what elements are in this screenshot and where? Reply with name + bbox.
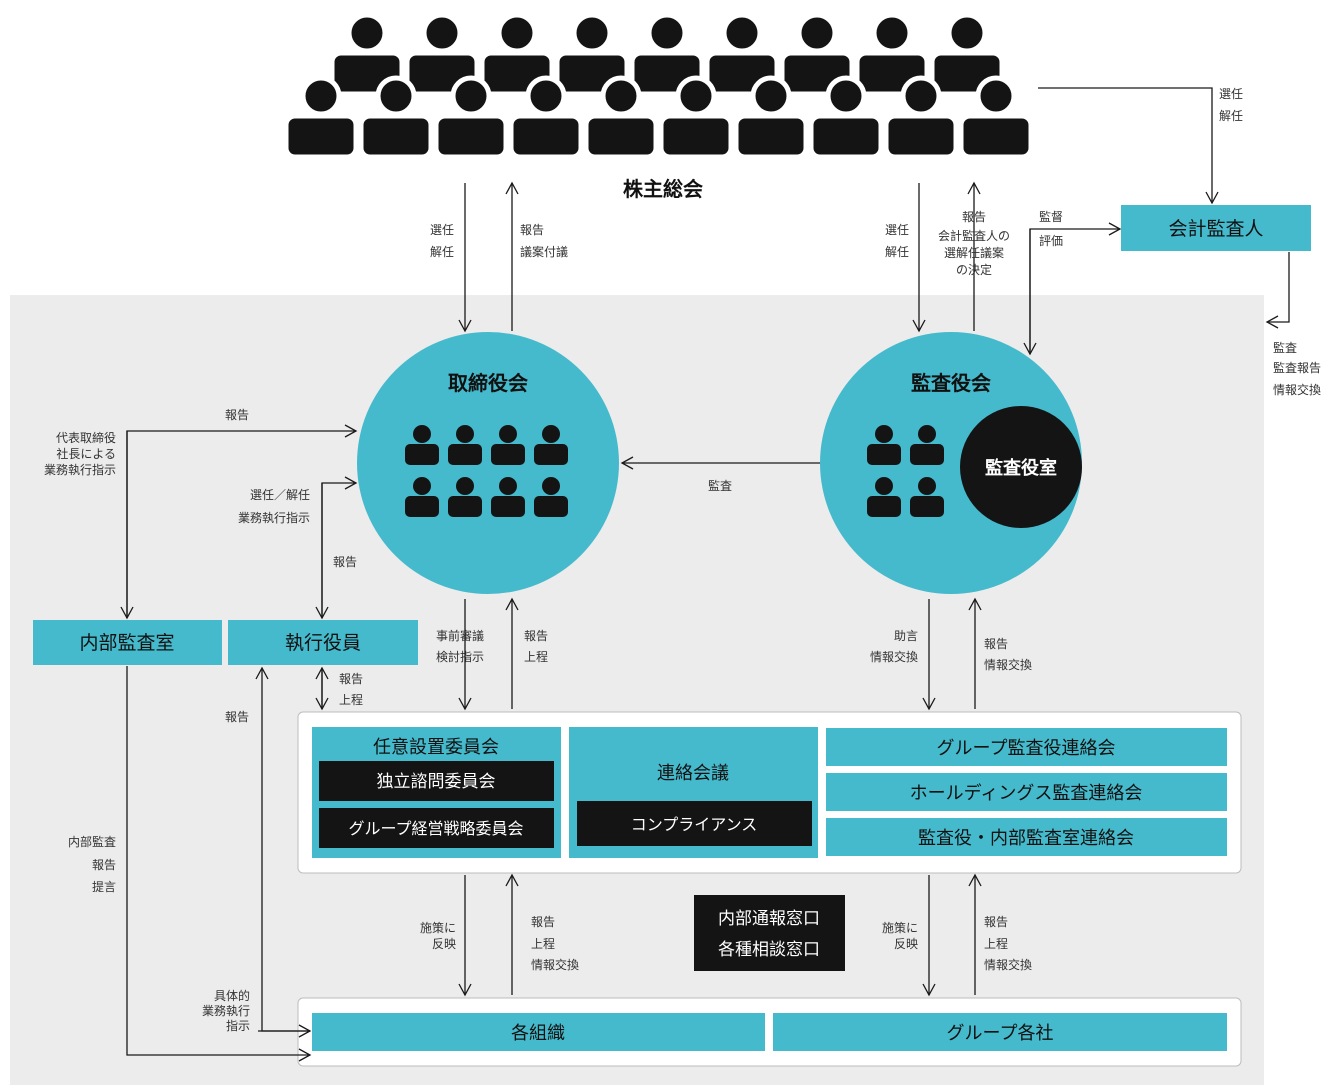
holdings-audit-liaison-label: ホールディングス監査連絡会 bbox=[910, 783, 1143, 804]
audit-board-circle bbox=[820, 332, 1082, 594]
audit-office-label: 監査役室 bbox=[985, 457, 1057, 479]
lbl-exec-committee-2: 上程 bbox=[339, 692, 363, 707]
board-title: 取締役会 bbox=[448, 371, 528, 395]
lbl-audit-acc-supervise-2: 評価 bbox=[1039, 233, 1063, 248]
lbl-measures-left-2: 反映 bbox=[432, 937, 456, 951]
labels: 選任 解任 報告 議案付議 選任 解任 報告 会計監査人の 選解任議案 の決定 … bbox=[44, 87, 1321, 1033]
lbl-board-committee-2: 検討指示 bbox=[436, 649, 484, 664]
lbl-gm-audit-elect-1: 選任 bbox=[885, 223, 909, 237]
whistleblow-box bbox=[694, 895, 845, 971]
lbl-audit-gm-report-2: 会計監査人の bbox=[938, 228, 1010, 243]
organizations-box bbox=[312, 1013, 765, 1051]
lbl-audit-gm-report-3: 選解任議案 bbox=[944, 245, 1004, 260]
lbl-report-left-up-2: 上程 bbox=[531, 936, 555, 951]
shareholders-crowd-icon bbox=[286, 15, 1031, 157]
lbl-gm-audit-elect-2: 解任 bbox=[885, 245, 909, 259]
lbl-exec-elect-1: 選任／解任 bbox=[250, 488, 310, 502]
lbl-president-exec-1: 代表取締役 bbox=[56, 430, 116, 445]
lbl-report-left-up-3: 情報交換 bbox=[531, 957, 579, 972]
internal-audit-label: 内部監査室 bbox=[79, 632, 174, 654]
lbl-gm-board-elect-2: 解任 bbox=[430, 245, 454, 259]
lbl-report-right-up-3: 情報交換 bbox=[984, 957, 1032, 972]
arrows bbox=[120, 87, 1290, 1062]
lbl-audit-gm-report-4: の決定 bbox=[956, 262, 992, 277]
lbl-exec-elect-2: 業務執行指示 bbox=[238, 510, 310, 525]
lbl-board-committee-1: 事前審議 bbox=[436, 628, 484, 643]
lbl-measures-left-1: 施策に bbox=[420, 921, 456, 935]
lbl-exec-specific-3: 指示 bbox=[226, 1018, 250, 1033]
lbl-board-gm-report-2: 議案付議 bbox=[520, 244, 568, 259]
group-companies-label: グループ各社 bbox=[947, 1023, 1054, 1044]
compliance-label: コンプライアンス bbox=[631, 815, 758, 834]
lbl-exec-committee-1: 報告 bbox=[339, 672, 363, 686]
lbl-board-report-top: 報告 bbox=[225, 408, 249, 422]
company-panel bbox=[10, 295, 1264, 1085]
lbl-audit-liaison-down-2: 情報交換 bbox=[870, 649, 918, 664]
accounting-auditor-box bbox=[1121, 205, 1311, 251]
accounting-auditor-label: 会計監査人 bbox=[1168, 218, 1263, 240]
whistleblow-label-2: 各種相談窓口 bbox=[718, 940, 820, 960]
lbl-internal-audit-report-1: 内部監査 bbox=[68, 834, 116, 849]
lbl-committee-board-1: 報告 bbox=[524, 629, 548, 643]
shareholders-title: 株主総会 bbox=[623, 177, 703, 201]
lbl-board-gm-report-1: 報告 bbox=[520, 223, 544, 237]
lbl-president-exec-3: 業務執行指示 bbox=[44, 462, 116, 477]
lbl-committee-board-2: 上程 bbox=[524, 649, 548, 664]
lbl-audit-acc-supervise-1: 監督 bbox=[1039, 209, 1063, 224]
lbl-acc-audit-report-2: 監査報告 bbox=[1273, 360, 1321, 375]
group-strategy-committee-label: グループ経営戦略委員会 bbox=[348, 819, 523, 838]
lbl-measures-right-2: 反映 bbox=[894, 937, 918, 951]
executive-officers-box bbox=[228, 620, 418, 665]
lbl-gm-acc-elect-2: 解任 bbox=[1219, 109, 1243, 123]
independent-committee-label: 独立諮問委員会 bbox=[377, 772, 496, 792]
audit-board-title: 監査役会 bbox=[911, 371, 991, 395]
lbl-internal-audit-report-3: 提言 bbox=[92, 879, 116, 894]
lbl-president-exec-2: 社長による bbox=[56, 446, 116, 461]
whistleblow-label-1: 内部通報窓口 bbox=[718, 909, 820, 929]
lbl-exec-report: 報告 bbox=[333, 555, 357, 569]
liaison-meeting-label: 連絡会議 bbox=[657, 763, 729, 784]
internal-audit-box bbox=[33, 620, 222, 665]
group-strategy-committee-box bbox=[319, 808, 554, 848]
audit-office-circle bbox=[960, 406, 1082, 528]
lbl-gm-board-elect-1: 選任 bbox=[430, 223, 454, 237]
lbl-report-right-up-1: 報告 bbox=[984, 915, 1008, 929]
lbl-exec-specific-2: 業務執行 bbox=[202, 1004, 250, 1018]
voluntary-committee-label: 任意設置委員会 bbox=[373, 737, 499, 758]
lbl-org-exec-report: 報告 bbox=[225, 710, 249, 724]
lbl-acc-audit-report-3: 情報交換 bbox=[1273, 382, 1321, 397]
lbl-report-right-up-2: 上程 bbox=[984, 936, 1008, 951]
lbl-internal-audit-report-2: 報告 bbox=[92, 858, 116, 872]
executive-officers-label: 執行役員 bbox=[285, 632, 361, 654]
board-circle bbox=[357, 332, 619, 594]
lbl-audit-liaison-down-1: 助言 bbox=[894, 629, 918, 643]
organizations-label: 各組織 bbox=[511, 1023, 565, 1044]
lbl-gm-acc-elect-1: 選任 bbox=[1219, 87, 1243, 101]
lbl-liaison-audit-up-1: 報告 bbox=[984, 637, 1008, 651]
compliance-box bbox=[577, 801, 812, 846]
lbl-audit-board: 監査 bbox=[708, 478, 732, 493]
auditor-internal-liaison-label: 監査役・内部監査室連絡会 bbox=[918, 828, 1134, 849]
lbl-exec-specific-1: 具体的 bbox=[214, 988, 250, 1003]
lbl-acc-audit-report-1: 監査 bbox=[1273, 340, 1297, 355]
lbl-liaison-audit-up-2: 情報交換 bbox=[984, 657, 1032, 672]
lbl-audit-gm-report-1: 報告 bbox=[962, 210, 986, 224]
lbl-report-left-up-1: 報告 bbox=[531, 915, 555, 929]
holdings-audit-liaison-box bbox=[826, 773, 1227, 811]
auditor-internal-liaison-box bbox=[826, 818, 1227, 856]
group-auditor-liaison-box bbox=[826, 728, 1227, 766]
group-companies-box bbox=[773, 1013, 1227, 1051]
group-auditor-liaison-label: グループ監査役連絡会 bbox=[937, 738, 1116, 759]
independent-committee-box bbox=[319, 761, 554, 801]
lbl-measures-right-1: 施策に bbox=[882, 921, 918, 935]
